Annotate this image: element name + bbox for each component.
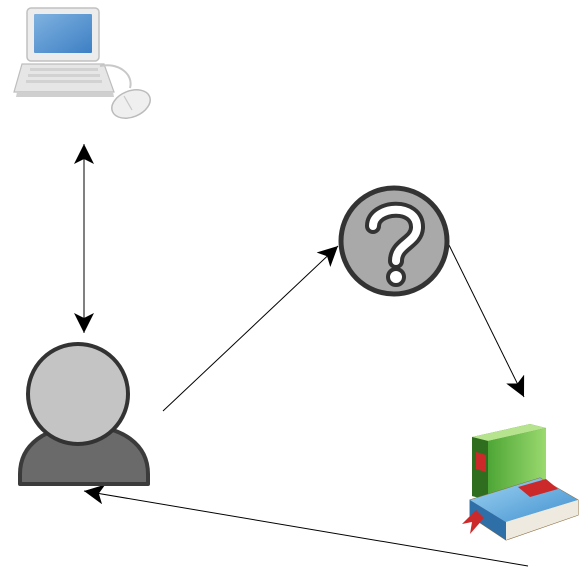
books-icon <box>462 424 579 541</box>
user-icon <box>18 342 150 486</box>
edge-question-books <box>448 244 525 398</box>
laptop-computer-icon <box>13 7 151 119</box>
edge-user-question <box>162 245 339 412</box>
edge-books-user <box>83 484 529 567</box>
question-mark-icon <box>338 185 450 297</box>
